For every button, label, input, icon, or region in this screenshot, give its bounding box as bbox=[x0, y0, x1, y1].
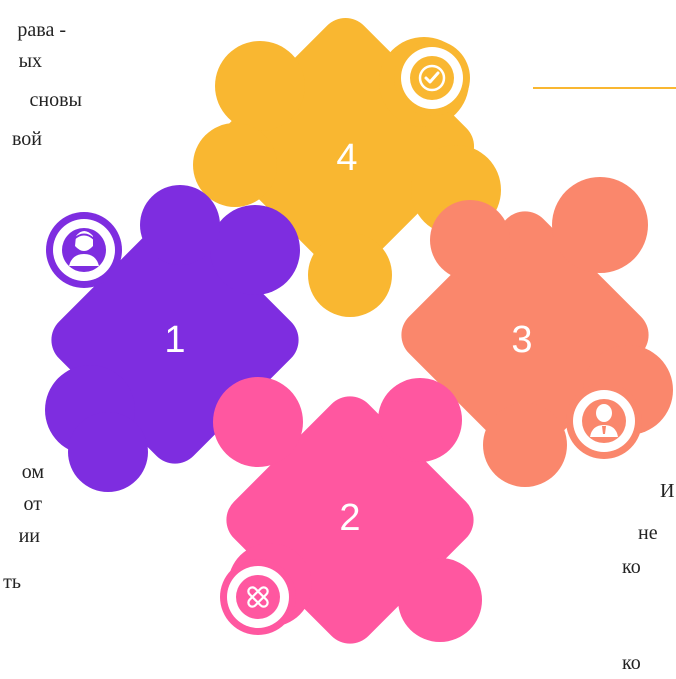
text-left-top-line-4: вой bbox=[11, 128, 42, 150]
text-right-bottom-line-3: ко bbox=[622, 556, 641, 578]
businesswoman-icon bbox=[46, 212, 122, 288]
text-right-bottom-line-1: И bbox=[660, 480, 675, 502]
check-icon bbox=[394, 40, 470, 116]
text-right-bottom-line-4: ко bbox=[622, 652, 641, 674]
text-right-bottom-line-2: не bbox=[638, 522, 658, 544]
text-left-bottom-line-1: ом bbox=[21, 461, 44, 483]
piece-number-4: 4 bbox=[336, 137, 357, 179]
close-icon bbox=[220, 559, 296, 635]
text-left-bottom-line-2: от bbox=[23, 493, 42, 515]
text-left-top-line-1: рава - bbox=[17, 19, 66, 41]
text-left-bottom-line-3: ии bbox=[18, 525, 40, 547]
piece-number-2: 2 bbox=[339, 497, 360, 539]
businessman-icon bbox=[566, 383, 642, 459]
text-left-top-line-2: ых bbox=[18, 50, 42, 72]
text-left-top-line-3: сновы bbox=[29, 89, 82, 111]
piece-number-3: 3 bbox=[511, 319, 532, 361]
text-left-bottom-line-4: ть bbox=[3, 571, 21, 593]
piece-number-1: 1 bbox=[164, 319, 185, 361]
